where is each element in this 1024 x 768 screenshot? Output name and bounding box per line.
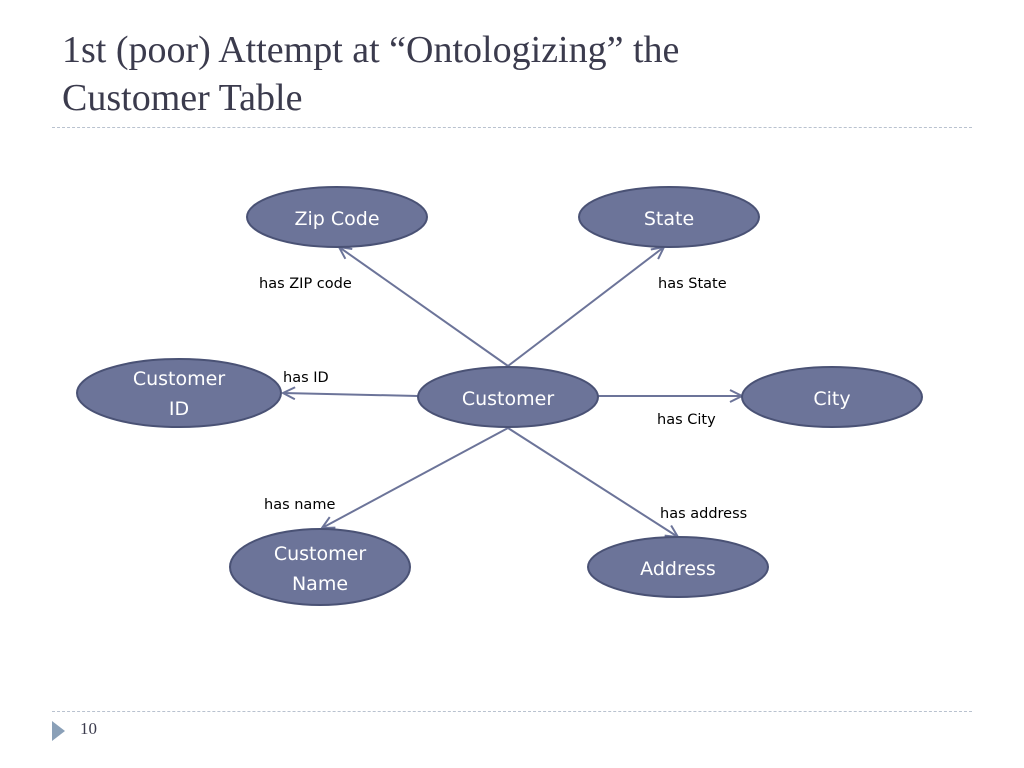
node-zip-code: Zip Code	[246, 186, 428, 248]
slide-title-line-2: Customer Table	[62, 77, 303, 119]
edge-label-name: has name	[264, 497, 335, 513]
edges	[283, 247, 742, 537]
edge-label-zip: has ZIP code	[259, 276, 352, 292]
node-state-label: State	[644, 208, 694, 230]
node-city: City	[741, 366, 923, 428]
edge-label-id: has ID	[283, 370, 329, 386]
edge-has-address	[507, 427, 678, 537]
node-customer-label: Customer	[462, 388, 554, 410]
node-customer-id-label-line-1: Customer	[133, 368, 225, 390]
edge-labels: has ZIP code has State has ID has City h…	[259, 276, 747, 522]
edge-label-state: has State	[658, 276, 727, 292]
node-customer-name: Customer Name	[229, 528, 411, 606]
footer-divider	[52, 711, 972, 712]
node-customer-id-label-line-2: ID	[169, 398, 189, 420]
node-customer-id: Customer ID	[76, 358, 282, 428]
title-divider	[52, 127, 972, 128]
node-city-label: City	[813, 388, 850, 410]
footer-triangle-icon	[52, 721, 65, 741]
edge-has-zip-code	[339, 247, 509, 367]
node-state: State	[578, 186, 760, 248]
nodes: Zip Code State Customer ID Customer City…	[76, 186, 923, 606]
page-number: 10	[80, 719, 97, 738]
node-customer-name-label-line-1: Customer	[274, 543, 366, 565]
node-address: Address	[587, 536, 769, 598]
slide-title: 1st (poor) Attempt at “Ontologizing” the…	[62, 26, 982, 122]
edge-has-name	[322, 427, 509, 528]
node-address-label: Address	[640, 558, 716, 580]
node-customer-name-label-line-2: Name	[292, 573, 348, 595]
edge-label-city: has City	[657, 412, 716, 428]
node-zip-code-label: Zip Code	[294, 208, 379, 230]
edge-label-address: has address	[660, 506, 747, 522]
node-customer: Customer	[417, 366, 599, 428]
slide-title-line-1: 1st (poor) Attempt at “Ontologizing” the	[62, 29, 680, 71]
edge-has-id	[283, 393, 419, 396]
edge-has-state	[507, 247, 664, 367]
